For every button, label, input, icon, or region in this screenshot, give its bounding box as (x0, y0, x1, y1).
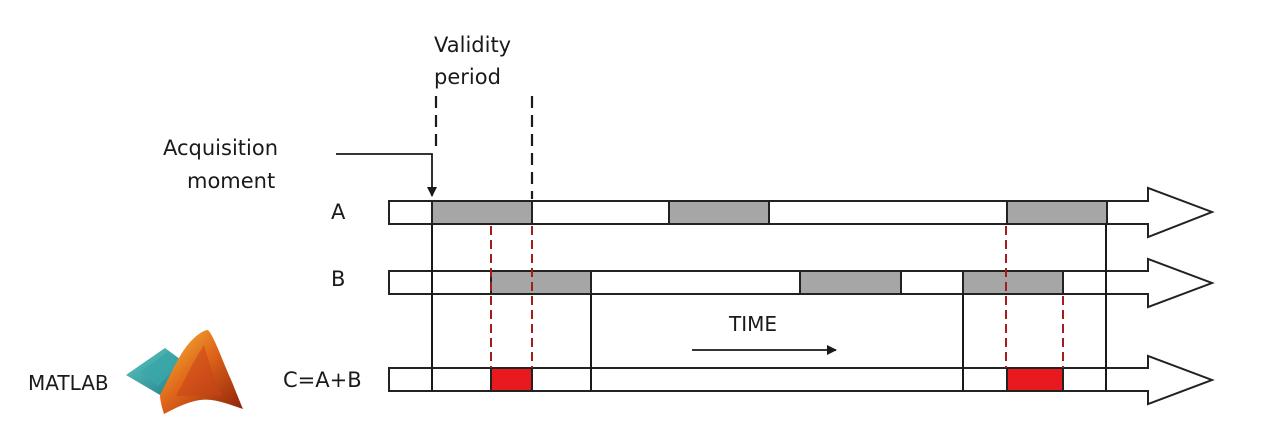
acquisition-label-line2: moment (187, 169, 275, 193)
row-b-label: B (331, 267, 345, 291)
row-b-valid-segment (490, 270, 592, 295)
row-c-label: C=A+B (283, 368, 362, 392)
acquisition-label-line1: Acquisition (163, 136, 278, 160)
row-b-valid-segment (799, 270, 902, 295)
time-label: TIME (728, 312, 777, 336)
matlab-logo-text: MATLAB (28, 371, 109, 395)
matlab-logo-icon (126, 330, 243, 414)
row-a-valid-segment (668, 200, 770, 225)
row-c-result-segment (490, 367, 533, 392)
row-a-label: A (331, 200, 346, 224)
validity-label-line1: Validity (434, 33, 511, 57)
row-a-valid-segment (1006, 200, 1108, 225)
row-c-result-segment (1006, 367, 1064, 392)
row-a-valid-segment (431, 200, 533, 225)
validity-label-line2: period (434, 65, 501, 89)
acquisition-pointer-arrow (336, 153, 437, 197)
row-b-valid-segment (962, 270, 1064, 295)
